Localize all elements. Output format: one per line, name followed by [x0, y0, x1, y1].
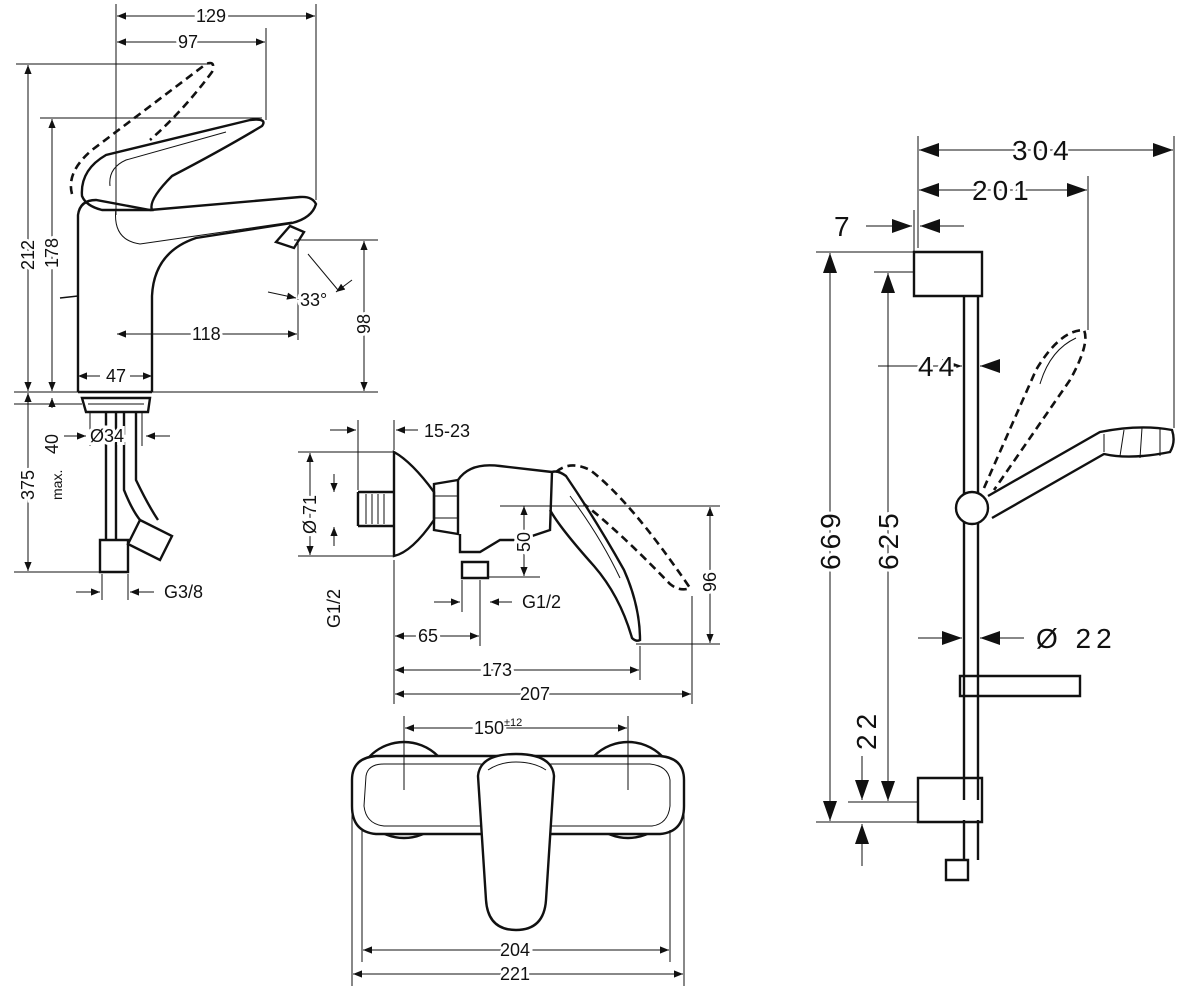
dim-15-23-label: 15-23 — [424, 421, 470, 441]
hose-end — [944, 858, 970, 882]
dim-201-label: 201 — [972, 175, 1034, 206]
supply-hoses — [104, 412, 159, 540]
nut-detail — [434, 495, 458, 519]
max-label: max. — [49, 470, 65, 500]
dim-150-tolerance: ±12 — [504, 717, 522, 729]
mixer-body — [457, 464, 554, 554]
mixer-front-inner — [363, 763, 671, 827]
dim-129-label: 129 — [196, 6, 226, 26]
soap-dish — [958, 674, 1082, 698]
wall-flange — [392, 449, 436, 558]
dim-33-label: 33° — [300, 290, 327, 310]
dim-669-label: 669 — [815, 508, 846, 570]
dim-50-label: 50 — [514, 532, 534, 552]
top-wall-holder — [912, 250, 984, 298]
outlet-connector — [460, 560, 490, 580]
hand-shower — [987, 426, 1175, 520]
wall-pipe — [356, 490, 394, 528]
popup-rod — [59, 295, 79, 299]
dim-212-label: 212 — [18, 240, 38, 270]
basin-lever-inner — [109, 131, 227, 187]
dim-178-label: 178 — [42, 238, 62, 268]
dim-96-label: 96 — [700, 572, 720, 592]
bottom-wall-holder — [916, 776, 984, 824]
mixer-front-lever-detail — [487, 761, 547, 771]
basin-mixer-base — [80, 396, 152, 414]
dim-150-label: 150 — [474, 718, 504, 738]
dim-47-label: 47 — [106, 366, 126, 386]
basin-mixer-spout — [149, 195, 318, 392]
hand-shower-tilted-position — [982, 328, 1087, 491]
angle-arrow-left — [267, 291, 297, 300]
dim-44-label: 44 — [918, 351, 959, 382]
hose-fitting-left — [98, 538, 130, 574]
hand-shower-detail — [1103, 427, 1161, 459]
dim-221-label: 221 — [500, 964, 530, 984]
basin-lever-open-position — [69, 61, 215, 195]
slider — [954, 490, 990, 526]
dim-g38-label: G3/8 — [164, 582, 203, 602]
dim-98-label: 98 — [354, 314, 374, 334]
dim-34-label: Ø34 — [90, 426, 124, 446]
shower-rail — [962, 296, 980, 800]
angle-leg — [307, 253, 339, 291]
dim-40-label: 40 — [42, 434, 62, 454]
dim-22dia-label: Ø 22 — [1036, 623, 1117, 654]
nut — [432, 478, 460, 536]
basin-lever — [80, 118, 265, 212]
dim-207-label: 207 — [520, 684, 550, 704]
hand-shower-tilted-detail — [1039, 337, 1077, 385]
dim-204-label: 204 — [500, 940, 530, 960]
angle-arrow-right — [335, 279, 353, 293]
dim-22-label: 22 — [851, 709, 882, 750]
mixer-front-lever — [476, 752, 556, 932]
dim-304-label: 304 — [1012, 135, 1074, 166]
dim-173-label: 173 — [482, 660, 512, 680]
dim-71-label: Ø 71 — [300, 495, 320, 534]
shower-lever-open-position — [555, 464, 692, 591]
dim-375-label: 375 — [18, 470, 38, 500]
shower-mixer-front: 150 ±12 204 221 — [350, 715, 686, 987]
basin-mixer: 129 97 212 178 118 98 33° 47 40 max. Ø34… — [14, 3, 378, 605]
hose-fitting-right — [126, 518, 174, 562]
shower-lever — [548, 470, 642, 642]
shower-lever-inner — [569, 495, 621, 579]
dim-g12b-label: G1/2 — [522, 592, 561, 612]
dim-7-label: 7 — [834, 211, 855, 242]
dim-625-label: 625 — [873, 508, 904, 570]
dim-65-label: 65 — [418, 626, 438, 646]
shower-mixer-side: 15-23 Ø 71 G1/2 50 96 G1/2 65 173 207 — [297, 418, 723, 707]
dim-97-label: 97 — [178, 32, 198, 52]
dim-118-label: 118 — [192, 324, 221, 344]
basin-mixer-body-back — [76, 198, 151, 392]
hose-lower — [962, 820, 980, 860]
pipe-thread — [365, 494, 385, 524]
shower-set: 304 201 7 44 669 625 Ø 22 22 — [812, 132, 1175, 882]
basin-mixer-spout-inner — [115, 207, 293, 245]
aerator — [273, 224, 306, 250]
dim-g12a-label: G1/2 — [324, 589, 344, 628]
